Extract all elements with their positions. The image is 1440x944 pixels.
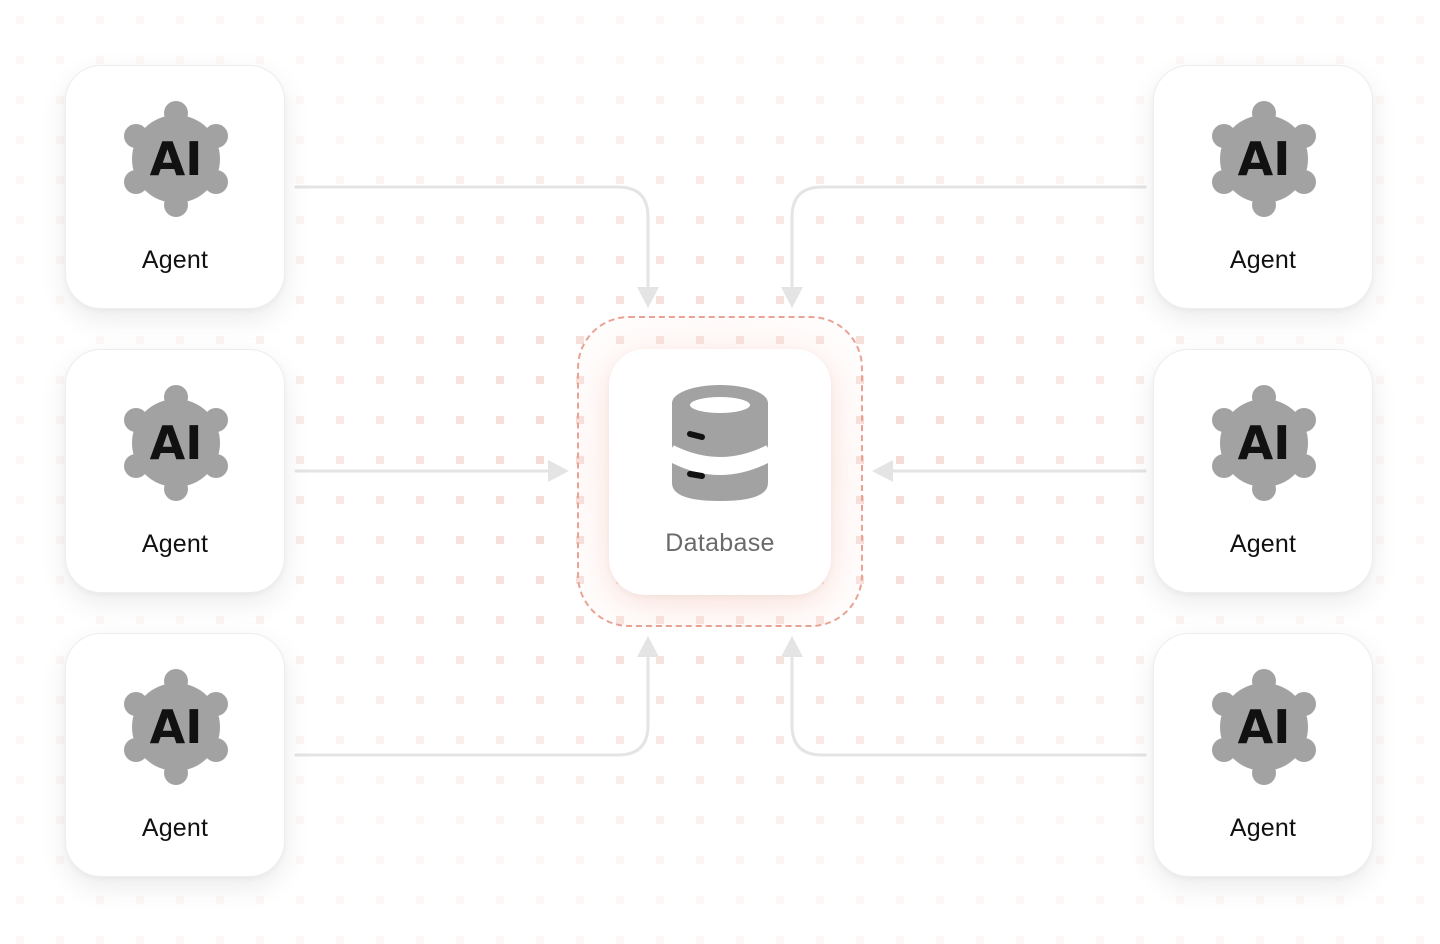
database-card: Database bbox=[609, 349, 831, 595]
agent-label: Agent bbox=[1229, 814, 1297, 842]
agent-card-top-right: AI Agent bbox=[1153, 65, 1373, 309]
agent-label: Agent bbox=[141, 814, 209, 842]
agent-card-top-left: AI Agent bbox=[65, 65, 285, 309]
ai-icon-text: AI bbox=[150, 700, 203, 754]
ai-icon-text: AI bbox=[150, 132, 203, 186]
database-label: Database bbox=[665, 529, 775, 557]
ai-gear-icon: AI bbox=[1212, 101, 1316, 217]
agent-card-bottom-right: AI Agent bbox=[1153, 633, 1373, 877]
agent-card-mid-right: AI Agent bbox=[1153, 349, 1373, 593]
agent-card-bottom-left: AI Agent bbox=[65, 633, 285, 877]
agent-label: Agent bbox=[141, 246, 209, 274]
ai-icon-text: AI bbox=[1238, 132, 1291, 186]
agent-label: Agent bbox=[141, 530, 209, 558]
ai-gear-icon: AI bbox=[124, 669, 228, 785]
ai-gear-icon: AI bbox=[124, 385, 228, 501]
agent-label: Agent bbox=[1229, 246, 1297, 274]
ai-icon-text: AI bbox=[150, 416, 203, 470]
agent-card-mid-left: AI Agent bbox=[65, 349, 285, 593]
database-icon bbox=[670, 385, 770, 501]
ai-gear-icon: AI bbox=[1212, 669, 1316, 785]
ai-gear-icon: AI bbox=[124, 101, 228, 217]
ai-gear-icon: AI bbox=[1212, 385, 1316, 501]
ai-icon-text: AI bbox=[1238, 700, 1291, 754]
agent-label: Agent bbox=[1229, 530, 1297, 558]
ai-icon-text: AI bbox=[1238, 416, 1291, 470]
